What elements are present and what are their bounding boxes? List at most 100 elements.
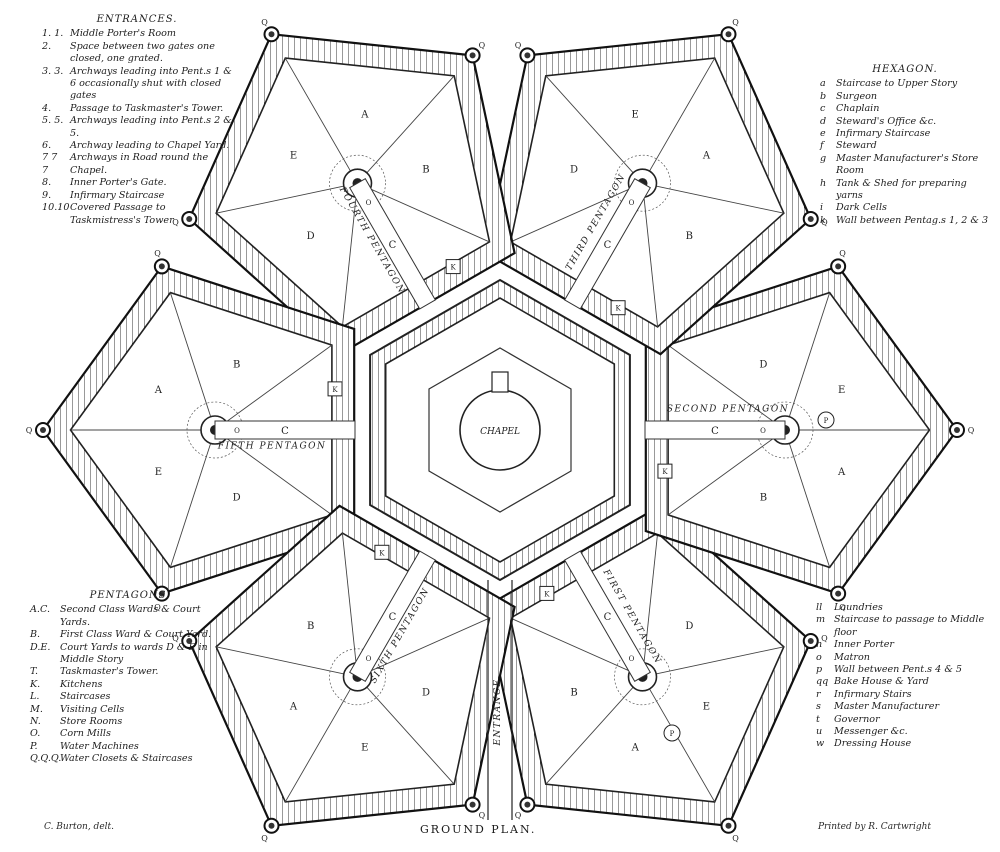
- pentagon-block: [35, 258, 356, 602]
- yard-dividing-wall: [357, 617, 490, 678]
- legend-text: Corn Mills: [60, 728, 111, 740]
- pentagons-legend-item: N.Store Rooms: [30, 716, 230, 728]
- corner-label-q: Q: [172, 218, 179, 227]
- legend-text: Inner Porter: [834, 639, 895, 651]
- pentagons-legend-rows: A.C.Second Class Wards & Court Yards.B.F…: [30, 604, 230, 765]
- yard-dividing-wall: [545, 676, 643, 785]
- ward-letter: D: [685, 621, 693, 632]
- tower-core: [835, 263, 842, 270]
- corner-label-q: Q: [154, 249, 161, 258]
- legend-key: O.: [30, 728, 41, 740]
- legend-key: P.: [30, 740, 38, 752]
- tower-core: [186, 638, 193, 645]
- yard-dividing-wall: [545, 75, 643, 184]
- legend-text: Wall between Pentag.s 1, 2 & 3: [836, 214, 989, 226]
- hexagon-legend-item: c Chaplain: [820, 103, 990, 115]
- ward-letter: B: [422, 165, 429, 176]
- ward-letter: A: [360, 110, 369, 121]
- legend-text: Covered Passage to Taskmistress's Tower: [70, 202, 174, 226]
- legend-key: 3. 3.: [42, 65, 64, 77]
- kitchen-label: K: [662, 468, 668, 476]
- corner-label-q: Q: [732, 18, 739, 27]
- ward-letter: C: [389, 240, 397, 251]
- legend-text: Middle Porter's Room: [70, 28, 176, 40]
- yard-dividing-wall: [784, 292, 831, 431]
- corner-label-q: Q: [732, 834, 739, 843]
- legend-key: 7 7 7: [42, 152, 58, 176]
- legend-text: Visiting Cells: [60, 703, 125, 715]
- legend-text: Surgeon: [836, 90, 878, 102]
- legend-key: c: [820, 103, 826, 115]
- ward-letter: C: [389, 612, 397, 623]
- legend-text: Archways leading into Pent.s 1 & 6 occas…: [70, 65, 232, 102]
- yard-dividing-wall: [341, 533, 358, 677]
- pentagon-block: [181, 26, 516, 356]
- kitchen-label: K: [615, 305, 621, 313]
- pentagons-legend-item: P.Water Machines: [30, 741, 230, 753]
- legend-text: Infirmary Stairs: [834, 688, 912, 700]
- legend-key: A.C.: [30, 604, 51, 616]
- pentagon-block: [644, 258, 965, 602]
- water-machine: [817, 411, 835, 429]
- draughtsman-caption: C. Burton, delt.: [44, 822, 114, 832]
- kitchen-block: [374, 544, 390, 560]
- ward-letter: B: [233, 359, 240, 370]
- legend-text: Second Class Wards & Court Yards.: [60, 604, 201, 628]
- pentagon-block: [484, 26, 819, 356]
- legend-text: Messenger &c.: [834, 726, 908, 738]
- ward-letter: E: [632, 110, 639, 121]
- legend-key: M.: [30, 703, 43, 715]
- legend-text: Chaplain: [836, 103, 880, 115]
- tower-core: [524, 801, 531, 808]
- entrances-legend-item: 1. 1.Middle Porter's Room: [42, 28, 232, 40]
- ward-letter: D: [759, 359, 767, 370]
- corner-label-q: Q: [821, 218, 828, 227]
- corn-mill-label: O: [629, 655, 635, 663]
- legend-text: Staircases: [60, 691, 111, 703]
- legend-text: Dressing House: [834, 738, 912, 750]
- legend-text: Wall between Pent.s 4 & 5: [834, 664, 963, 676]
- corner-label-q: Q: [968, 426, 975, 435]
- yard-dividing-wall: [357, 676, 455, 785]
- kitchen-block: [657, 463, 673, 479]
- corner-label-q: Q: [839, 249, 846, 258]
- legend-key: B.: [30, 629, 41, 641]
- legend-key: ll: [816, 602, 823, 613]
- legend-key: g: [820, 152, 827, 164]
- connecting-passage: [349, 178, 436, 310]
- tower-core: [807, 638, 814, 645]
- ward-letter: A: [631, 742, 640, 753]
- legend-text: Infirmary Staircase: [70, 189, 165, 201]
- legend-key: d: [820, 115, 827, 127]
- pentagon-name: SECOND PENTAGON: [667, 404, 789, 414]
- yard-dividing-wall: [642, 57, 716, 184]
- yard-dividing-wall: [667, 344, 786, 431]
- pentagons-legend-item: A.C. Second Class Wards & Court Yards.: [30, 604, 230, 629]
- entrances-legend-item: 3. 3. Archways leading into Pent.s 1 & 6 …: [42, 66, 232, 103]
- ward-letter: E: [838, 385, 845, 396]
- corner-label-q: Q: [821, 634, 828, 643]
- connecting-passage: [644, 420, 786, 440]
- ward-letter: C: [711, 426, 719, 437]
- kitchen-block: [539, 585, 555, 601]
- legend-text: Dark Cells: [836, 202, 887, 214]
- hexagon-legend-title: HEXAGON.: [872, 64, 938, 75]
- ward-letter: B: [686, 231, 693, 242]
- corner-label-q: Q: [261, 18, 268, 27]
- legend-key: 10.10: [42, 202, 70, 214]
- yard-dividing-wall: [284, 57, 358, 184]
- tower-core: [158, 263, 165, 270]
- legend-text: Governor: [834, 713, 880, 725]
- pentagons-legend-title: PENTAGONS.: [89, 590, 171, 601]
- legend-text: Tank & Shed for preparing yarns: [836, 177, 967, 202]
